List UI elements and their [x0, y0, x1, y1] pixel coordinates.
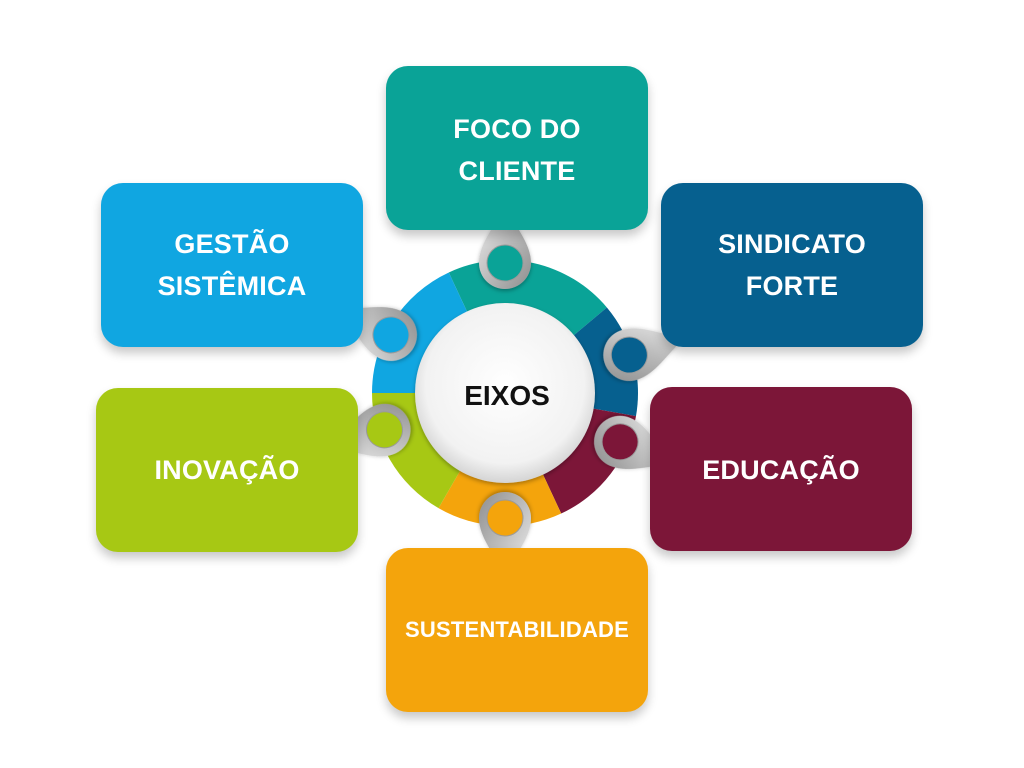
node-inovacao: INOVAÇÃO	[96, 388, 358, 552]
connector-pin-sustent	[479, 492, 531, 576]
hub-circle	[415, 303, 595, 483]
node-label: INOVAÇÃO	[154, 455, 300, 485]
node-label: SINDICATO FORTE	[718, 229, 866, 301]
pin-dot	[601, 423, 639, 461]
node-label: SUSTENTABILIDADE	[404, 617, 630, 642]
node-gestao-sistemica: GESTÃO SISTÊMICA	[101, 183, 363, 347]
node-educacao: EDUCAÇÃO	[650, 387, 912, 551]
node-label: FOCO DO CLIENTE	[453, 114, 581, 186]
pin-dot	[486, 499, 524, 537]
node-label: EDUCAÇÃO	[702, 455, 860, 485]
connector-pins	[329, 205, 685, 576]
node-sustentabilidade: SUSTENTABILIDADE	[386, 548, 648, 712]
center-hub	[415, 303, 595, 483]
node-foco-do-cliente: FOCO DO CLIENTE	[386, 66, 648, 230]
pin-dot	[372, 316, 410, 354]
connector-pin-sindicato	[603, 328, 685, 381]
pin-dot	[610, 336, 648, 374]
node-label: GESTÃO SISTÊMICA	[157, 229, 307, 301]
node-sindicato-forte: SINDICATO FORTE	[661, 183, 923, 347]
pin-dot	[366, 411, 404, 449]
pin-dot	[486, 244, 524, 282]
center-label: EIXOS	[464, 380, 550, 411]
connector-pin-foco	[479, 205, 531, 289]
